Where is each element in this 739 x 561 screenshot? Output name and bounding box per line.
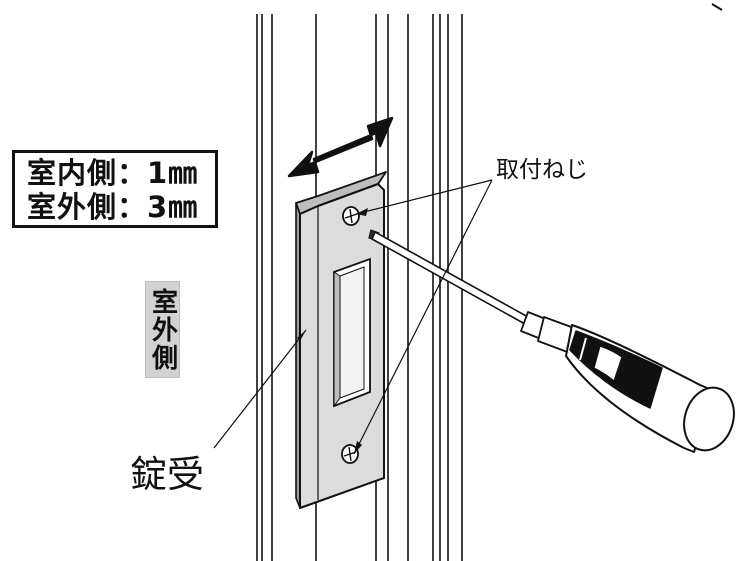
strike-label: 錠受 bbox=[130, 453, 204, 496]
screw-bottom-icon bbox=[341, 444, 359, 464]
gap-outdoor-text: 室外側：3㎜ bbox=[27, 190, 199, 224]
leader-lines bbox=[213, 179, 493, 455]
arrowhead-bottom bbox=[354, 441, 362, 454]
screwdriver-icon bbox=[368, 229, 735, 453]
screw-label: 取付ねじ bbox=[496, 157, 588, 183]
corner-mark bbox=[711, 3, 723, 11]
adjust-arrow-icon bbox=[287, 116, 394, 178]
gap-spec-box: 室内側：1㎜ 室外側：3㎜ bbox=[12, 150, 218, 228]
arrowhead-top bbox=[356, 208, 368, 216]
gap-indoor-text: 室内側：1㎜ bbox=[27, 156, 199, 190]
outdoor-side-tag: 室外側 bbox=[145, 281, 180, 378]
strike-plate bbox=[295, 171, 387, 509]
arrowhead-strike bbox=[297, 330, 306, 341]
screw-top-icon bbox=[342, 206, 360, 226]
outdoor-side-label: 室外側 bbox=[147, 287, 178, 372]
